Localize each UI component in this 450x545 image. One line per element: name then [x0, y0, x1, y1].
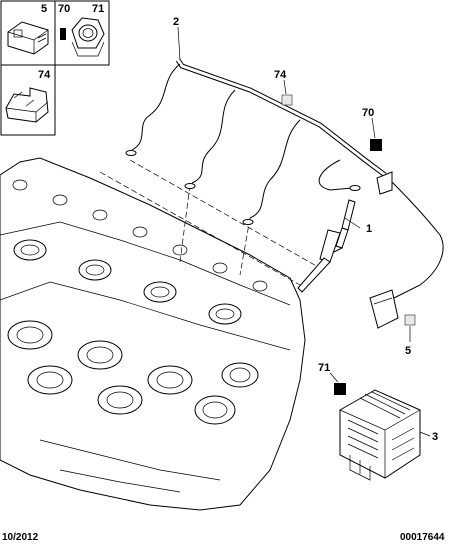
leader-lines: [177, 26, 431, 437]
harness-connector: [369, 289, 399, 329]
callout-5-inset: 5: [41, 3, 47, 15]
assembly-guide-lines: [99, 159, 321, 286]
cam-journals: [13, 239, 242, 325]
wiring-harness: [125, 58, 444, 329]
cylinder-head: [0, 157, 306, 511]
relay-fins: [347, 391, 415, 461]
footer-reference: 00017644: [400, 532, 445, 543]
callout-70: 70: [362, 107, 374, 119]
preheat-relay: [339, 389, 421, 481]
callout-74: 74: [274, 69, 287, 81]
callout-5: 5: [405, 345, 411, 357]
callout-2: 2: [173, 16, 179, 28]
bracket-74-swatch: [281, 94, 293, 106]
flange-nut-icon: [71, 17, 105, 57]
clip-70-swatch: [370, 139, 382, 151]
nut-71-swatch: [334, 383, 346, 395]
callout-74-inset: 74: [38, 69, 51, 81]
clip-70-icon: [60, 28, 66, 40]
head-bolt-row: [12, 179, 268, 292]
footer-date: 10/2012: [2, 532, 39, 543]
ports: [7, 320, 259, 425]
glow-plug: [297, 199, 356, 293]
connector-clip-icon: [7, 21, 49, 55]
callout-1: 1: [366, 223, 372, 235]
harness-clip: [376, 171, 393, 195]
callout-71-inset: 71: [92, 3, 104, 15]
callout-71: 71: [318, 362, 330, 374]
inset-panel: 5 70 71 74: [0, 0, 110, 136]
connector-5-swatch: [404, 314, 416, 326]
callout-3: 3: [432, 431, 438, 443]
bracket-74-icon: [5, 87, 49, 123]
callout-70-inset: 70: [58, 3, 70, 15]
inset-box-bottom: [0, 64, 56, 136]
